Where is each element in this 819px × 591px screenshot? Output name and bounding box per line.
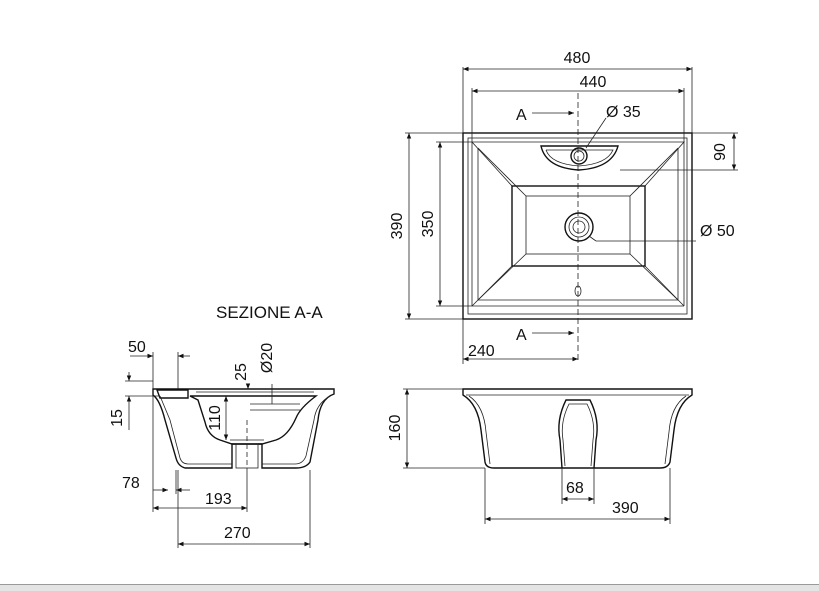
- dim-waste-offset: 193: [205, 491, 232, 508]
- dim-height: 160: [387, 415, 404, 442]
- dim-rim-offset: 50: [128, 339, 146, 356]
- drain-hole: [564, 212, 594, 242]
- dim-bowl-depth: 110: [207, 405, 224, 431]
- basin-outer-rim: [462, 132, 693, 320]
- dim-tap-offset: 240: [468, 343, 495, 360]
- dim-drain-hole: Ø 50: [700, 223, 735, 240]
- dim-total-depth: 270: [224, 525, 251, 542]
- dim-tap-hole: Ø 35: [606, 104, 641, 121]
- section-tap-deck: [155, 389, 189, 399]
- dim-depth-outer: 390: [389, 213, 406, 240]
- section-bowl-profile: [189, 395, 319, 445]
- dim-width-inner: 440: [580, 74, 607, 91]
- dim-waste-height: 78: [122, 475, 140, 492]
- top-view: 480 440 A Ø 35 90 Ø 50 390 350 A: [389, 50, 738, 364]
- section-marker-bottom: A: [516, 327, 527, 344]
- front-pedestal-slot: [558, 399, 598, 469]
- dim-rim-thickness: 15: [109, 409, 126, 427]
- tap-hole: [570, 147, 588, 165]
- basin-inner-rim: [467, 137, 688, 315]
- window-bottom-bar: [0, 584, 819, 591]
- bowl-floor: [511, 185, 646, 267]
- dim-width-outer: 480: [564, 50, 591, 67]
- dim-overflow-height: 25: [233, 363, 250, 381]
- section-marker-top: A: [516, 107, 527, 124]
- front-outer-profile: [462, 388, 693, 469]
- tap-deck: [540, 145, 619, 171]
- front-view: 160 68 390: [387, 388, 693, 524]
- dim-tap-depth: 90: [712, 143, 729, 161]
- dim-pedestal-width: 68: [566, 480, 584, 497]
- section-outer-profile: [152, 388, 335, 469]
- dim-depth-inner: 350: [420, 211, 437, 238]
- dim-base-width: 390: [612, 500, 639, 517]
- section-title: SEZIONE A-A: [216, 303, 323, 322]
- section-view: SEZIONE A-A 50 25 Ø20 15: [109, 303, 335, 548]
- dim-overflow-hole: Ø20: [259, 343, 276, 373]
